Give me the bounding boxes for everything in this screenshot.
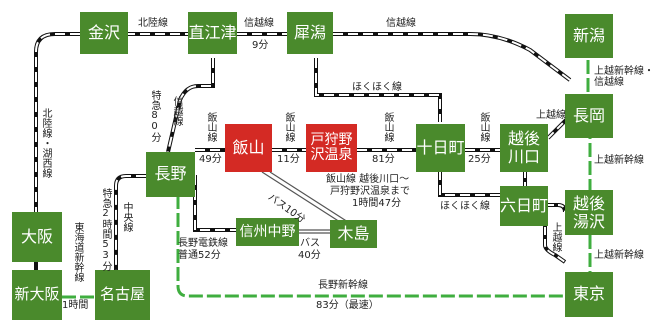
label-note-line1: 飯山線 越後川口～ bbox=[326, 174, 410, 185]
station-nagano[interactable]: 長野 bbox=[146, 152, 195, 197]
station-togari-nozawa-onsen[interactable]: 戸狩野沢温泉 bbox=[306, 124, 357, 172]
label-25-min: 25分 bbox=[468, 154, 491, 165]
label-one-hour: 1時間 bbox=[62, 300, 89, 311]
label-express-2h53: 特急2時間53分 bbox=[100, 188, 111, 271]
label-shinetsu-left: 信越線 bbox=[171, 96, 182, 126]
station-saigata[interactable]: 犀潟 bbox=[287, 12, 333, 54]
conventional-lines bbox=[34, 32, 572, 270]
label-joetsu-shinkansen-1: 上越新幹線 bbox=[594, 155, 644, 166]
station-togari-text: 戸狩野沢温泉 bbox=[310, 131, 353, 163]
label-local-52: 普通52分 bbox=[178, 250, 221, 261]
station-shin-osaka[interactable]: 新大阪 bbox=[12, 270, 62, 320]
label-joetsu-line-1: 上越線 bbox=[536, 110, 566, 121]
station-echigo-kawaguchi-text: 越後川口 bbox=[507, 129, 540, 166]
label-hokuriku-line: 北陸線 bbox=[138, 18, 168, 29]
label-hokuhoku-1: ほくほく線 bbox=[352, 82, 402, 93]
station-iiyama[interactable]: 飯山 bbox=[225, 124, 272, 172]
station-naoetsu[interactable]: 直江津 bbox=[188, 12, 237, 54]
station-echigo-yuzawa-text: 越後湯沢 bbox=[572, 193, 605, 231]
label-hokuhoku-2: ほくほく線 bbox=[440, 201, 490, 212]
label-iiyama-line-1: 飯山線 bbox=[205, 112, 216, 142]
station-tokyo[interactable]: 東京 bbox=[565, 272, 613, 317]
label-chuo-line: 中央線 bbox=[121, 202, 132, 232]
label-81-min: 81分 bbox=[372, 154, 395, 165]
station-muikamachi[interactable]: 六日町 bbox=[500, 186, 548, 226]
label-tokaido-shinkansen: 東海道新幹線 bbox=[72, 222, 83, 282]
label-express-80: 特急80分 bbox=[149, 90, 160, 142]
label-iiyama-line-3: 飯山線 bbox=[382, 112, 393, 142]
label-11-min: 11分 bbox=[277, 154, 300, 165]
label-joetsu-shinkansen-shinetsu: 上越新幹線・信越線 bbox=[594, 66, 654, 88]
label-49-min: 49分 bbox=[199, 154, 222, 165]
label-shinetsu-right: 信越線 bbox=[386, 18, 416, 29]
label-nagano-shinkansen: 長野新幹線 bbox=[318, 280, 368, 291]
station-kijima[interactable]: 木島 bbox=[330, 220, 377, 248]
label-joetsu-shinkansen-2: 上越新幹線 bbox=[594, 250, 644, 261]
label-nagano-dentetsu: 長野電鉄線 bbox=[178, 238, 228, 249]
station-osaka[interactable]: 大阪 bbox=[12, 212, 62, 262]
station-nagoya[interactable]: 名古屋 bbox=[95, 270, 150, 320]
label-joetsu-shinkansen-shinetsu-text: 上越新幹線・信越線 bbox=[594, 66, 654, 88]
station-nagaoka[interactable]: 長岡 bbox=[565, 94, 613, 138]
shinkansen-lines bbox=[34, 60, 593, 300]
station-tokamachi[interactable]: 十日町 bbox=[416, 124, 465, 172]
station-echigo-yuzawa[interactable]: 越後湯沢 bbox=[565, 190, 613, 235]
label-note-line2: 戸狩野沢温泉まで bbox=[330, 186, 410, 197]
label-iiyama-line-2: 飯山線 bbox=[283, 112, 294, 142]
label-40-min: 40分 bbox=[298, 250, 321, 261]
station-shinshu-nakano[interactable]: 信州中野 bbox=[236, 218, 299, 246]
label-nine-min: 9分 bbox=[252, 40, 269, 51]
label-iiyama-line-4: 飯山線 bbox=[478, 112, 489, 142]
label-shinetsu-top: 信越線 bbox=[244, 18, 274, 29]
station-echigo-kawaguchi[interactable]: 越後川口 bbox=[500, 124, 548, 172]
label-joetsu-line-2: 上越線 bbox=[550, 222, 561, 252]
station-kanazawa[interactable]: 金沢 bbox=[80, 12, 128, 54]
label-hokuriku-kosei: 北陸線・湖西線 bbox=[40, 108, 51, 178]
label-note-line3: 1時間47分 bbox=[352, 198, 402, 209]
label-83-min-fastest: 83分（最速） bbox=[316, 300, 379, 311]
station-niigata[interactable]: 新潟 bbox=[565, 14, 613, 58]
label-bus: バス bbox=[300, 238, 320, 249]
